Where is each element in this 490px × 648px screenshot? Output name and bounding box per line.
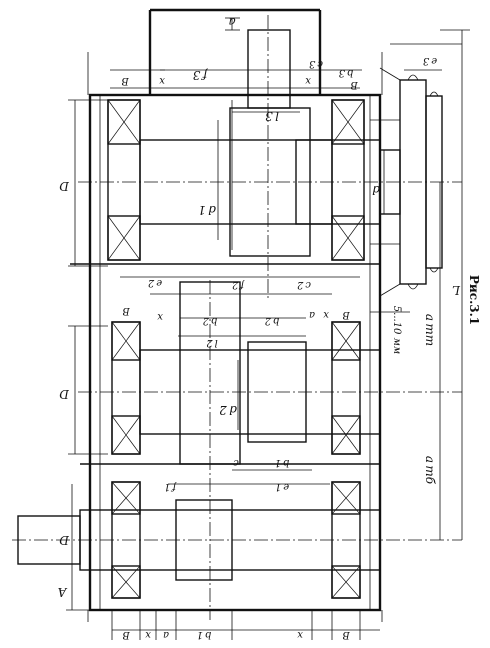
dim-x-mid-l: x — [157, 311, 163, 322]
figure-caption: Рис.3.1 — [467, 275, 481, 325]
dim-gap: 5...10 мм — [391, 306, 402, 354]
middle-bearing-left — [111, 321, 141, 455]
lower-bearing-left — [111, 481, 141, 599]
lower-shaft — [17, 499, 381, 581]
dim-d-lower: D — [59, 533, 70, 547]
dim-l: L — [452, 283, 461, 297]
upper-shaft — [139, 29, 401, 257]
dim-f2: f 2 — [232, 279, 245, 290]
dim-f3: f 3 — [192, 68, 208, 82]
upper-bearing-right — [331, 99, 365, 261]
lower-bearing-right — [331, 481, 361, 599]
dim-d: d — [372, 183, 380, 197]
dim-e1: e 1 — [275, 481, 289, 492]
dim-l2: l 2 — [206, 337, 218, 348]
dim-d-upper: D — [59, 179, 70, 193]
pulley — [370, 67, 443, 297]
dim-x-bot-l: x — [145, 629, 151, 640]
dim-b-top-l: B — [121, 75, 129, 86]
dim-b1-top: b 1 — [275, 457, 290, 468]
dim-a-tt: a тт — [423, 314, 437, 346]
dim-e3: e 3 — [423, 55, 437, 66]
upper-bearing-left — [107, 99, 141, 261]
dim-a-top: a — [228, 15, 235, 29]
dim-f1: f 1 — [164, 481, 177, 492]
dimension-lines — [66, 17, 470, 640]
dim-a-big: A — [57, 585, 67, 599]
axes — [12, 15, 462, 620]
dim-d2: d 2 — [219, 403, 237, 417]
labels: a f 3 x B x c 3 b 3 B e 3 L D d 1 d l 3 … — [57, 15, 481, 640]
housing-outline — [70, 8, 383, 622]
dim-b-top-r: B — [350, 79, 358, 90]
dim-b-mid-l: B — [122, 305, 130, 316]
dim-l3: l 3 — [265, 109, 279, 123]
dim-b1-bot: b 1 — [197, 629, 212, 640]
dim-c: c — [233, 457, 239, 468]
dim-a-mid: a — [309, 309, 315, 320]
dim-b3: b 3 — [339, 67, 354, 78]
dim-d1: d 1 — [198, 203, 216, 217]
dim-x-mid-r: x — [323, 309, 329, 320]
dim-x-bot-r: x — [297, 629, 303, 640]
dim-b2-right: b 2 — [265, 315, 280, 326]
dim-d-middle: D — [59, 387, 70, 401]
dim-b-bot-l: B — [122, 629, 130, 640]
dim-b-mid-r: B — [342, 309, 350, 320]
dim-b-bot-r: B — [342, 629, 350, 640]
dim-c3: c 3 — [309, 58, 323, 69]
dim-b2-left: b 2 — [203, 315, 218, 326]
dim-a-tb: a тб — [423, 456, 437, 485]
dim-x-top-l: x — [159, 75, 165, 86]
middle-bearing-right — [331, 321, 361, 455]
dim-e2: e 2 — [148, 277, 162, 288]
dim-c2: c 2 — [297, 279, 311, 290]
dim-a-bot: a — [163, 629, 169, 640]
dim-x-top-r: x — [305, 75, 311, 86]
